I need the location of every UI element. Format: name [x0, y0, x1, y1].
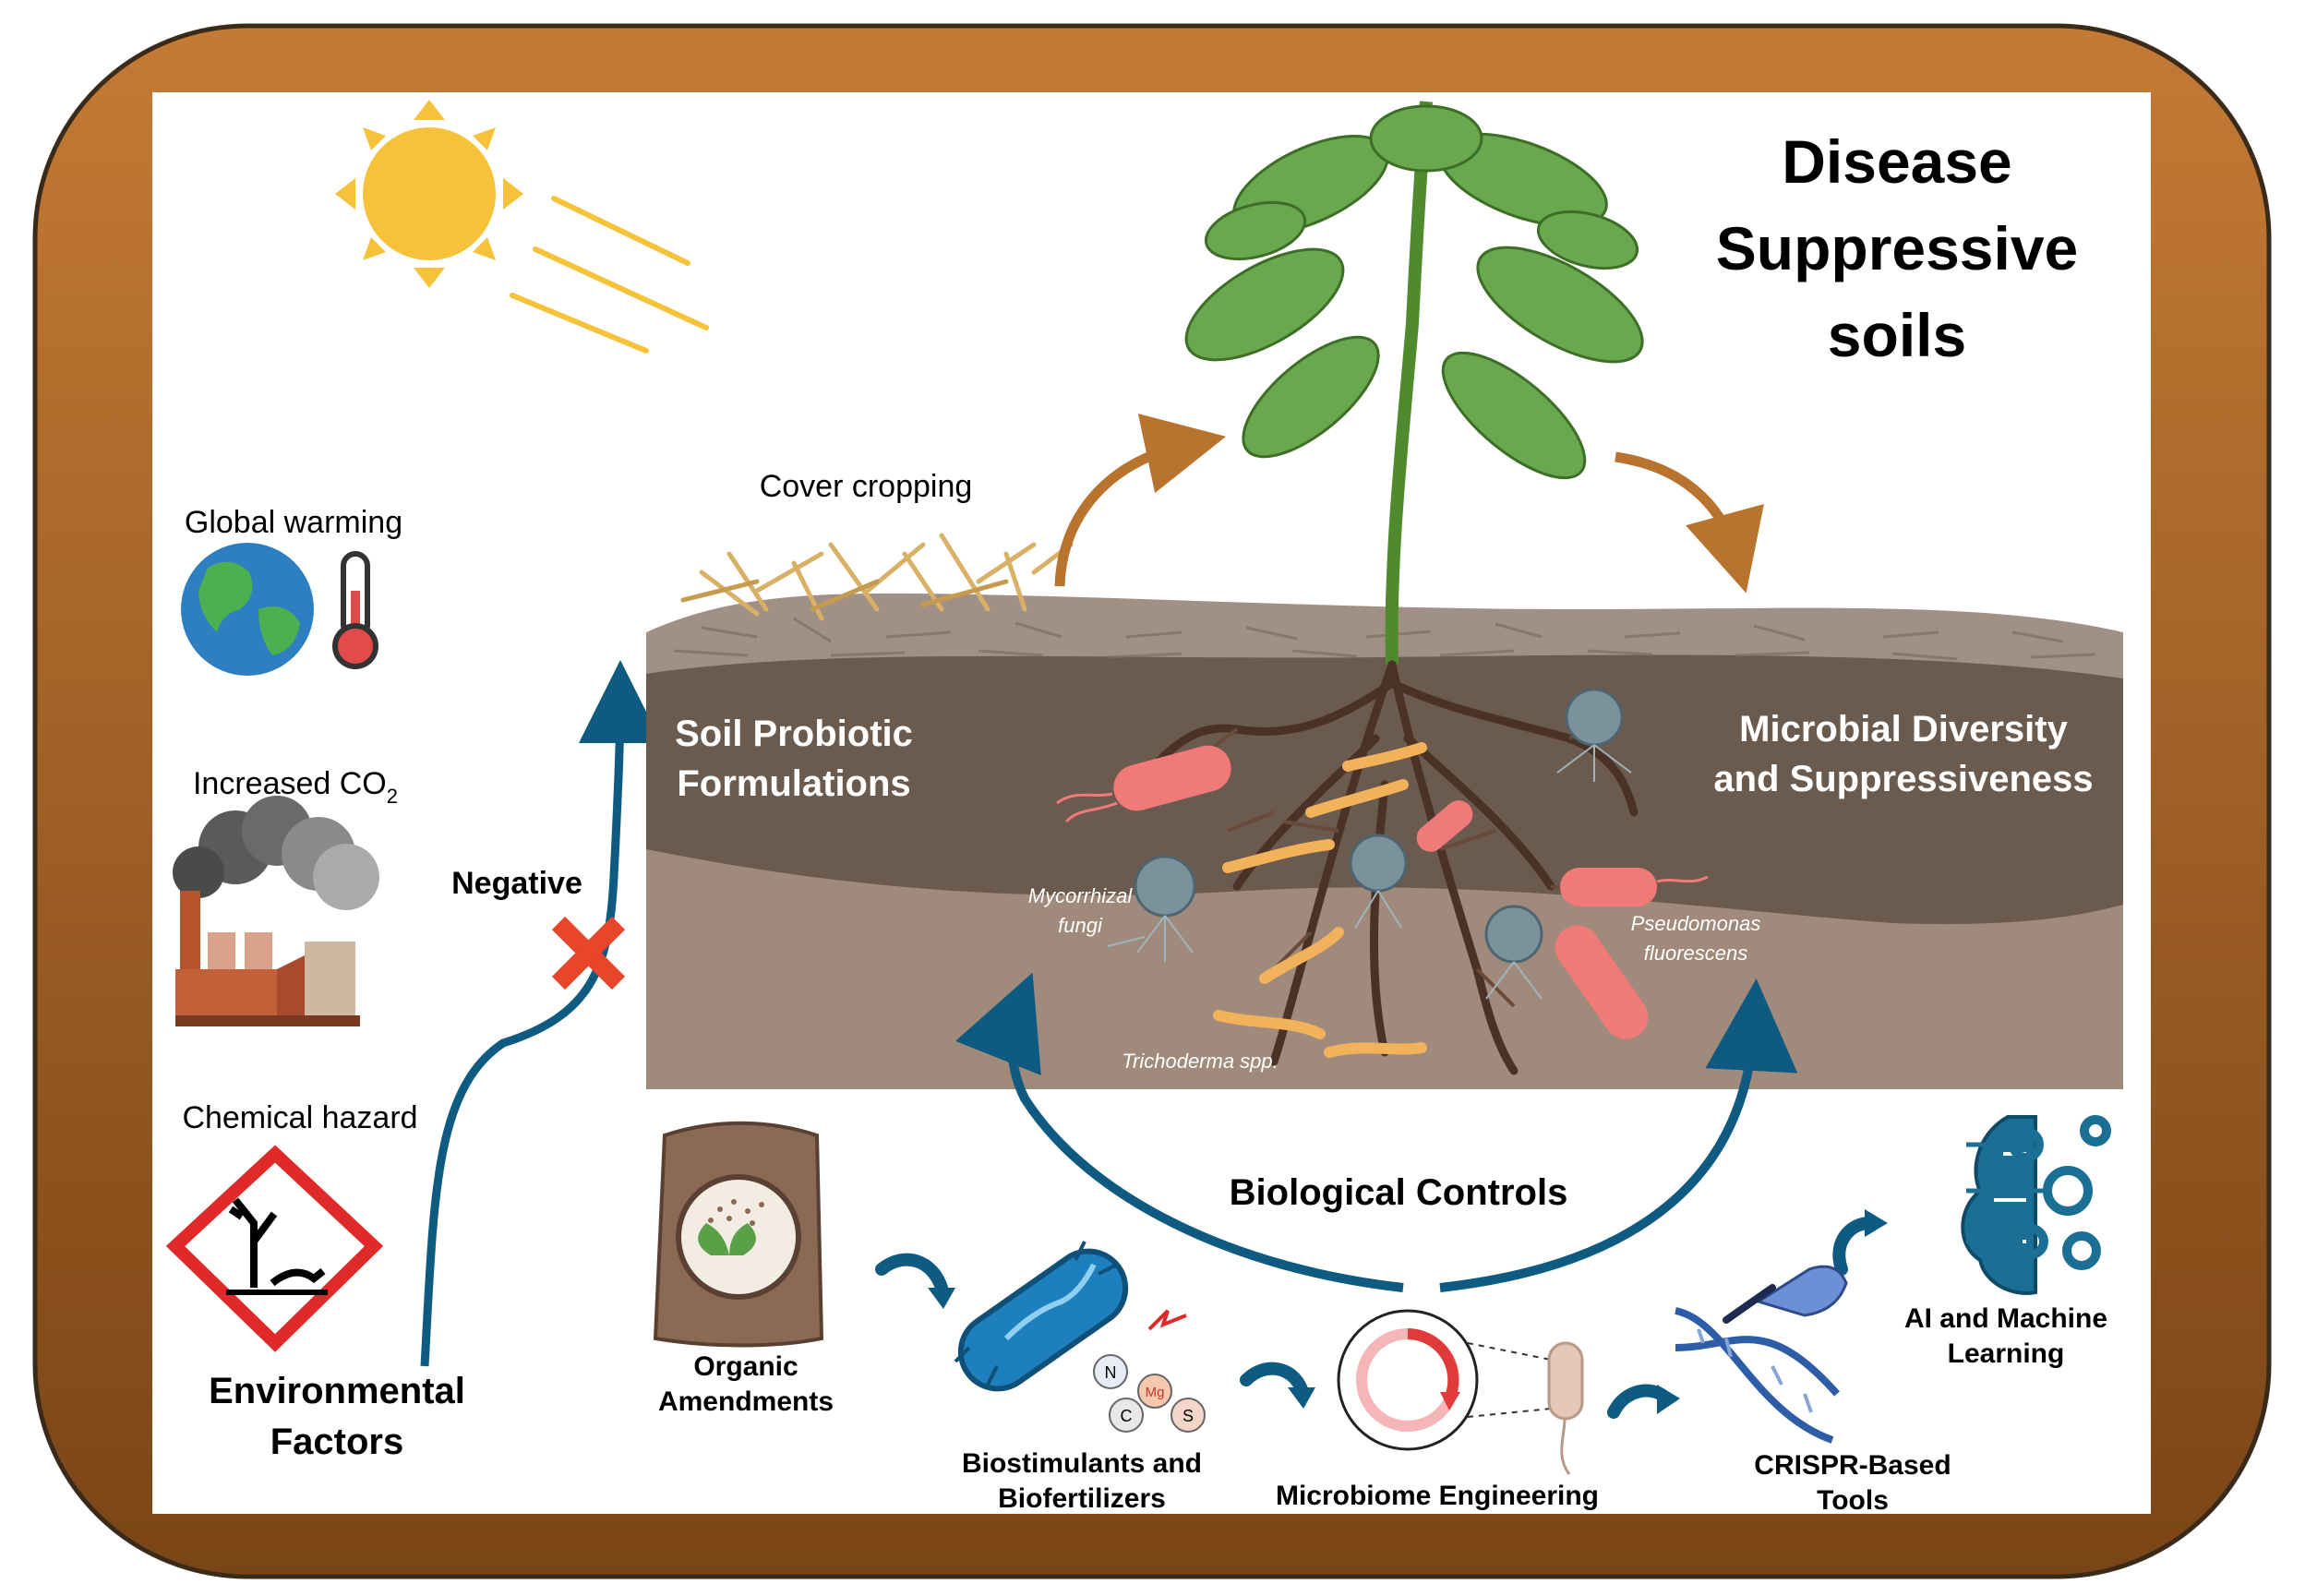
ai-brain-gears-icon [1961, 1115, 2111, 1295]
step-arrow-3 [1607, 1384, 1680, 1419]
title-line-2: Suppressive [1716, 214, 2079, 282]
tomato-plant-icon [1184, 101, 1644, 666]
mycorrhizal-fungi-icon [1107, 688, 1632, 1000]
nutrient-s: S [1183, 1407, 1194, 1425]
title-line-3: soils [1828, 301, 1966, 369]
red-bacterium-icon [1056, 745, 1231, 823]
brown-arrow-left [1054, 414, 1227, 587]
ai-label-line-1: AI and Machine [1904, 1303, 2107, 1334]
biostimulant-bacterium-icon [954, 1241, 1129, 1392]
plasmid-circle-icon [1337, 1309, 1584, 1475]
step-arrow-1 [875, 1253, 955, 1309]
pseudomonas-label-line-2: fluorescens [1644, 942, 1748, 965]
microbiome-engineering-label: Microbiome Engineering [1276, 1481, 1599, 1511]
title-line-1: Disease [1782, 127, 2012, 196]
diversity-label-line-2: and Suppressiveness [1713, 759, 2093, 799]
cover-cropping-label: Cover cropping [760, 469, 973, 504]
nutrient-c: C [1121, 1407, 1133, 1425]
nutrient-n: N [1105, 1363, 1117, 1382]
mycorrhizal-label-line-2: fungi [1058, 914, 1103, 937]
hazard-diamond-icon [165, 1145, 384, 1352]
crispr-label-line-2: Tools [1817, 1485, 1889, 1516]
step-arrow-2 [1240, 1362, 1315, 1409]
nutrient-mg: Mg [1146, 1385, 1165, 1400]
crispr-label-line-1: CRISPR-Based [1754, 1450, 1951, 1481]
crispr-hand-pen-icon [1723, 1265, 1848, 1324]
negative-arrow [420, 660, 662, 1367]
title: Disease Suppressive soils [1716, 127, 2079, 369]
cover-crop-straw-icon [680, 533, 1074, 621]
red-bacterium-icon-4 [1416, 800, 1473, 852]
trichoderma-hyphae-icon [1213, 742, 1427, 1058]
dna-helix-icon [1675, 1307, 1840, 1444]
factory-smoke-icon [173, 796, 379, 1026]
nutrient-icons: N Mg C S [1093, 1309, 1206, 1433]
organic-label-line-1: Organic [693, 1351, 798, 1382]
probiotic-label-line-1: Soil Probiotic [675, 714, 913, 754]
thermometer-icon [332, 551, 378, 669]
negative-label: Negative [451, 866, 582, 901]
probiotic-label-line-2: Formulations [677, 763, 910, 804]
red-bacterium-icon-3 [1555, 925, 1649, 1039]
environmental-factors-line-2: Factors [270, 1422, 404, 1462]
environmental-factors-line-1: Environmental [209, 1371, 465, 1411]
globe-icon [181, 543, 314, 676]
chemical-hazard-label: Chemical hazard [182, 1100, 417, 1135]
trichoderma-label: Trichoderma spp. [1122, 1050, 1279, 1073]
brown-arrow-right [1615, 451, 1764, 594]
pseudomonas-label-line-1: Pseudomonas [1631, 912, 1761, 935]
organic-label-line-2: Amendments [658, 1386, 834, 1417]
organic-amendments-bag-icon [653, 1121, 824, 1348]
mycorrhizal-label-line-1: Mycorrhizal [1028, 884, 1134, 907]
ai-label-line-2: Learning [1948, 1338, 2065, 1369]
biostim-label-line-2: Biofertilizers [998, 1483, 1166, 1514]
bio-control-arc-left [955, 972, 1404, 1292]
increased-co2-label: Increased CO2 [193, 766, 398, 808]
biological-controls-heading: Biological Controls [1230, 1172, 1568, 1213]
red-x-icon [551, 916, 626, 990]
red-bacterium-icon-2 [1560, 868, 1709, 906]
sun-icon [335, 100, 709, 354]
biostim-label-line-1: Biostimulants and [962, 1448, 1202, 1479]
step-arrow-4 [1832, 1209, 1888, 1276]
bio-control-arc-right [1439, 978, 1798, 1292]
global-warming-label: Global warming [185, 505, 402, 540]
diversity-label-line-1: Microbial Diversity [1739, 709, 2068, 750]
